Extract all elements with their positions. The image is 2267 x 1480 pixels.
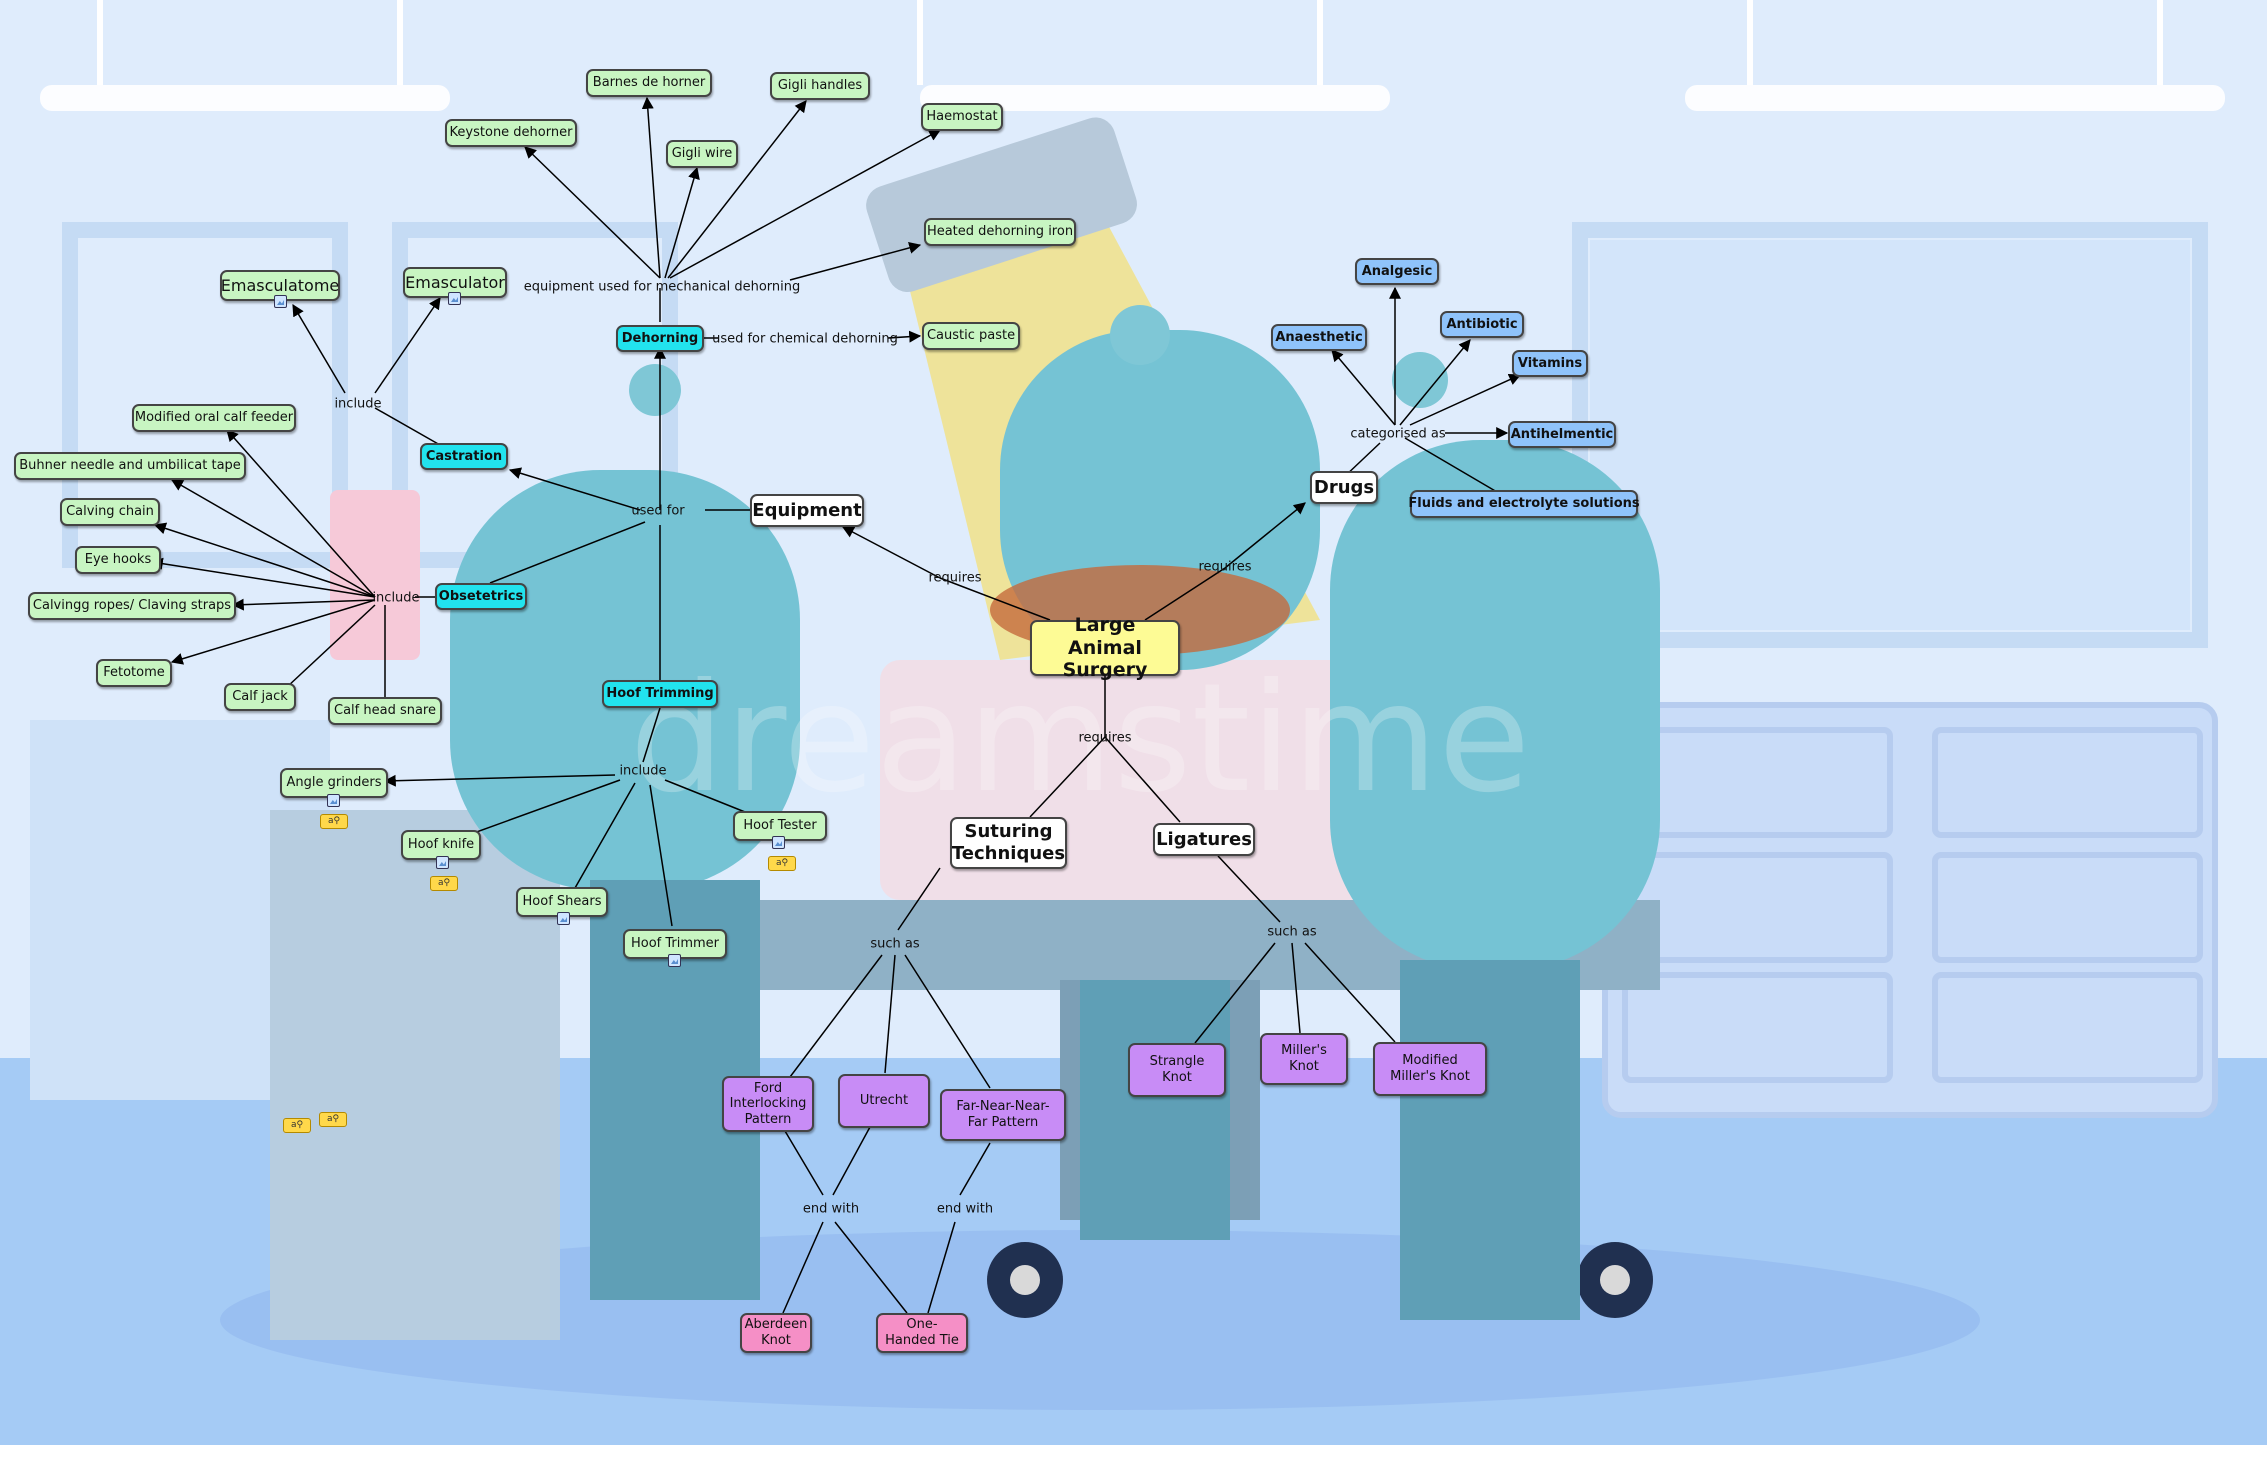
modified-millers-knot-node[interactable]: Modified Miller's Knot — [1373, 1042, 1487, 1096]
caustic-paste-node[interactable]: Caustic paste — [922, 322, 1020, 350]
fluids-electrolytes-node[interactable]: Fluids and electrolyte solutions — [1408, 490, 1640, 518]
aberdeen-knot-node[interactable]: Aberdeen Knot — [740, 1313, 812, 1353]
image-attachment-icon[interactable] — [668, 954, 681, 967]
attachment-badge-icon[interactable]: a⚲ — [319, 1112, 347, 1127]
attachment-badge-icon[interactable]: a⚲ — [320, 814, 348, 829]
link-label-such-as-ligatures: such as — [1267, 924, 1317, 940]
obstetrics-node[interactable]: Obsetetrics — [435, 583, 527, 610]
link-label-mechanical-dehorning: equipment used for mechanical dehorning — [523, 279, 801, 295]
attachment-badge-icon[interactable]: a⚲ — [768, 856, 796, 871]
suturing-techniques-node[interactable]: Suturing Techniques — [950, 817, 1067, 869]
link-label-requires-sutures: requires — [1078, 730, 1132, 746]
calving-chain-node[interactable]: Calving chain — [60, 498, 160, 526]
operating-room-illustration: dreamstime — [0, 0, 2267, 1445]
oral-calf-feeder-node[interactable]: Modified oral calf feeder — [132, 404, 296, 432]
image-attachment-icon[interactable] — [557, 912, 570, 925]
strangle-knot-node[interactable]: Strangle Knot — [1128, 1043, 1226, 1097]
root-node[interactable]: Large Animal Surgery — [1030, 614, 1180, 681]
analgesic-node[interactable]: Analgesic — [1355, 258, 1439, 285]
image-attachment-icon[interactable] — [772, 836, 785, 849]
far-near-near-far-node[interactable]: Far-Near-Near-Far Pattern — [940, 1089, 1066, 1141]
link-label-used-for: used for — [631, 503, 685, 519]
link-label-chemical-dehorning: used for chemical dehorning — [712, 331, 898, 347]
keystone-dehorner-node[interactable]: Keystone dehorner — [445, 119, 577, 147]
dehorning-node[interactable]: Dehorning — [616, 325, 704, 352]
castration-node[interactable]: Castration — [420, 443, 508, 470]
link-label-requires-equipment: requires — [928, 570, 982, 586]
gigli-wire-node[interactable]: Gigli wire — [666, 140, 738, 168]
ford-interlocking-node[interactable]: Ford Interlocking Pattern — [722, 1076, 814, 1132]
buhner-needle-node[interactable]: Buhner needle and umbilicat tape — [14, 452, 246, 480]
antibiotic-node[interactable]: Antibiotic — [1440, 311, 1524, 338]
link-label-end-with-2: end with — [936, 1201, 994, 1217]
drugs-node[interactable]: Drugs — [1310, 471, 1378, 504]
link-label-end-with-1: end with — [802, 1201, 860, 1217]
link-label-include-castration: include — [334, 396, 382, 412]
millers-knot-node[interactable]: Miller's Knot — [1260, 1033, 1348, 1085]
calving-ropes-node[interactable]: Calvingg ropes/ Claving straps — [28, 592, 236, 620]
antihelmentic-node[interactable]: Antihelmentic — [1508, 421, 1616, 448]
calf-jack-node[interactable]: Calf jack — [224, 683, 296, 711]
link-label-categorised-as: categorised as — [1350, 426, 1446, 442]
watermark: dreamstime — [630, 652, 1531, 826]
anaesthetic-node[interactable]: Anaesthetic — [1271, 324, 1367, 351]
haemostat-node[interactable]: Haemostat — [921, 103, 1003, 131]
heated-dehorning-iron-node[interactable]: Heated dehorning iron — [924, 218, 1076, 246]
utrecht-node[interactable]: Utrecht — [838, 1074, 930, 1128]
link-label-such-as-suturing: such as — [870, 936, 920, 952]
barnes-dehorner-node[interactable]: Barnes de horner — [586, 69, 712, 97]
link-label-include-hoof: include — [619, 763, 667, 779]
calf-head-snare-node[interactable]: Calf head snare — [328, 697, 442, 725]
equipment-node[interactable]: Equipment — [750, 494, 864, 527]
ligatures-node[interactable]: Ligatures — [1153, 823, 1255, 856]
image-attachment-icon[interactable] — [436, 856, 449, 869]
attachment-badge-icon[interactable]: a⚲ — [283, 1118, 311, 1133]
one-handed-tie-node[interactable]: One-Handed Tie — [876, 1313, 968, 1353]
image-attachment-icon[interactable] — [274, 295, 287, 308]
gigli-handles-node[interactable]: Gigli handles — [770, 72, 870, 100]
vitamins-node[interactable]: Vitamins — [1512, 350, 1588, 377]
concept-links — [150, 96, 1522, 1314]
image-attachment-icon[interactable] — [448, 292, 461, 305]
hoof-trimming-node[interactable]: Hoof Trimming — [602, 680, 718, 708]
attachment-badge-icon[interactable]: a⚲ — [430, 876, 458, 891]
fetotome-node[interactable]: Fetotome — [96, 659, 172, 687]
link-label-include-obstetrics: include — [372, 590, 420, 606]
link-label-requires-drugs: requires — [1198, 559, 1252, 575]
eye-hooks-node[interactable]: Eye hooks — [75, 546, 161, 574]
image-attachment-icon[interactable] — [327, 794, 340, 807]
